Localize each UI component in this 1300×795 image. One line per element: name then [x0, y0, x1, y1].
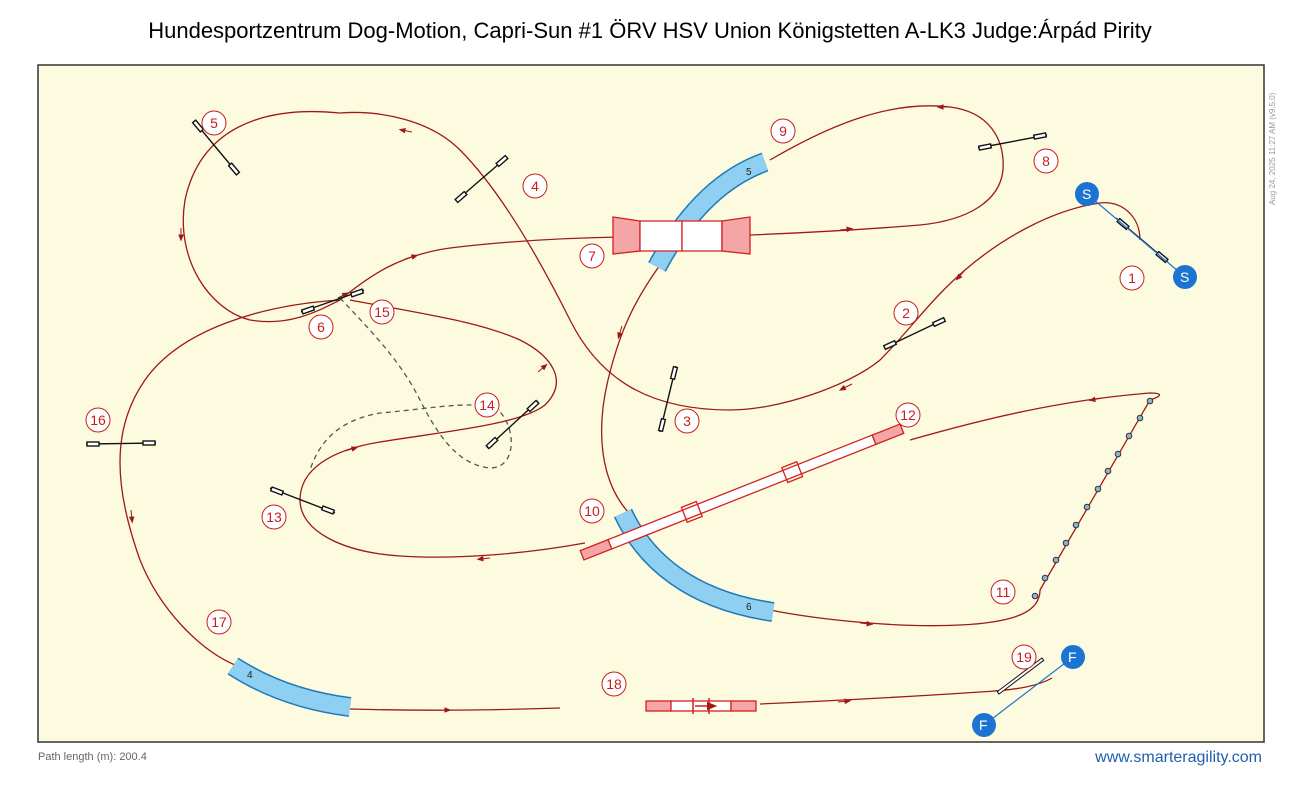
- jump-16: [85, 440, 157, 447]
- path-6-to-7: [339, 236, 621, 301]
- number-18: 18: [601, 671, 627, 697]
- jump-6: [300, 288, 365, 315]
- svg-text:4: 4: [531, 178, 539, 194]
- jump-5: [191, 119, 241, 176]
- number-7: 7: [579, 243, 605, 269]
- arrow-11: [476, 555, 491, 562]
- svg-text:9: 9: [779, 123, 787, 139]
- svg-text:3: 3: [683, 413, 691, 429]
- svg-text:S: S: [1082, 186, 1091, 202]
- arrow-8: [617, 325, 623, 340]
- path-length: Path length (m): 200.4: [38, 751, 147, 763]
- jump-4: [454, 154, 509, 204]
- tunnel-6: 6: [613, 508, 775, 622]
- tunnel-4-label: 4: [247, 670, 253, 681]
- arrow-10: [1088, 396, 1103, 403]
- course-title: Hundesportzentrum Dog-Motion, Capri-Sun …: [148, 18, 1152, 43]
- number-9: 9: [770, 118, 796, 144]
- arrow-9: [859, 620, 874, 627]
- number-12: 12: [895, 402, 921, 428]
- jump-8: [977, 132, 1048, 151]
- weave-poles-11: [1031, 397, 1154, 600]
- svg-text:15: 15: [374, 304, 390, 320]
- svg-text:F: F: [1068, 649, 1077, 665]
- path-10-to-13: [299, 299, 586, 558]
- arrow-2: [838, 383, 853, 391]
- arrow-14: [128, 509, 135, 524]
- number-2: 2: [893, 300, 919, 326]
- svg-text:F: F: [979, 717, 988, 733]
- jump-2: [882, 316, 947, 351]
- path-18-to-19: [759, 677, 1053, 705]
- start-marker-2: [1173, 265, 1197, 289]
- obstacle-numbers: 1 2 3 4 5 6 7 8 9 10 11 12 13 14 15 16 1…: [85, 110, 1145, 697]
- path-direction-arrows: [128, 104, 1103, 713]
- tunnel-5-label: 5: [746, 167, 752, 178]
- path-tunnel5-to-10: [601, 264, 661, 513]
- number-13: 13: [261, 504, 287, 530]
- svg-text:19: 19: [1016, 649, 1032, 665]
- svg-text:2: 2: [902, 305, 910, 321]
- website-link[interactable]: www.smarteragility.com: [1095, 749, 1262, 766]
- number-16: 16: [85, 407, 111, 433]
- start-line: S S: [1075, 182, 1197, 289]
- svg-text:11: 11: [996, 584, 1011, 600]
- a-frame-7: [612, 216, 751, 255]
- path-11-to-12: [909, 392, 1161, 591]
- path-tunnel6-to-11: [769, 589, 1041, 627]
- svg-text:18: 18: [606, 676, 622, 692]
- number-14: 14: [474, 392, 500, 418]
- number-3: 3: [674, 408, 700, 434]
- svg-text:13: 13: [266, 509, 282, 525]
- path-3-to-4: [339, 111, 731, 411]
- arrow-5: [404, 254, 419, 260]
- number-10: 10: [579, 498, 605, 524]
- handler-path-dashed: [309, 297, 512, 471]
- svg-text:8: 8: [1042, 153, 1050, 169]
- svg-text:5: 5: [210, 115, 218, 131]
- svg-text:S: S: [1180, 269, 1189, 285]
- arrow-13: [537, 363, 548, 373]
- arrow-12: [344, 446, 359, 452]
- svg-text:7: 7: [588, 248, 596, 264]
- path-5-to-6: [182, 110, 341, 323]
- svg-text:6: 6: [317, 319, 325, 335]
- tunnel-4: 4: [227, 657, 352, 717]
- number-11: 11: [990, 579, 1016, 605]
- seesaw-18: [645, 698, 757, 714]
- number-1: 1: [1119, 265, 1145, 291]
- svg-text:12: 12: [900, 407, 916, 423]
- number-8: 8: [1033, 148, 1059, 174]
- arrow-17: [337, 292, 350, 299]
- jump-13: [269, 486, 336, 515]
- svg-text:10: 10: [584, 503, 600, 519]
- svg-text:17: 17: [211, 614, 227, 630]
- number-5: 5: [201, 110, 227, 136]
- svg-text:14: 14: [479, 397, 495, 413]
- svg-text:16: 16: [90, 412, 106, 428]
- jump-14: [485, 399, 540, 450]
- finish-marker-1: [1061, 645, 1085, 669]
- arrow-3: [398, 127, 413, 134]
- finish-marker-2: [972, 713, 996, 737]
- path-17-to-18: [349, 707, 561, 711]
- jump-3: [657, 365, 679, 433]
- start-marker-1: [1075, 182, 1099, 206]
- number-6: 6: [308, 314, 334, 340]
- number-19: 19: [1011, 644, 1037, 670]
- arrow-16: [837, 698, 852, 705]
- arrow-1: [955, 269, 966, 281]
- number-15: 15: [369, 299, 395, 325]
- number-17: 17: [206, 609, 232, 635]
- number-4: 4: [522, 173, 548, 199]
- arrow-6: [839, 226, 854, 233]
- finish-line: F F: [972, 645, 1085, 737]
- course-field: [37, 64, 1265, 743]
- dog-walk: [579, 423, 905, 561]
- tunnel-6-label: 6: [746, 602, 752, 613]
- svg-text:1: 1: [1128, 270, 1136, 286]
